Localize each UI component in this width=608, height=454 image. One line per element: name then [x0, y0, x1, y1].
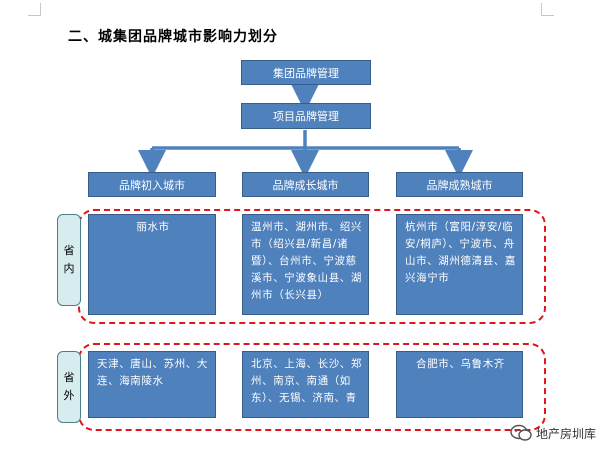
node-entry-city: 品牌初入城市: [88, 172, 216, 197]
node-mature-city: 品牌成熟城市: [396, 172, 523, 197]
cell-outside-entry: 天津、唐山、苏州、大连、海南陵水: [88, 351, 216, 418]
inside-tag-char-2: 内: [63, 262, 75, 275]
section-heading: 二、城集团品牌城市影响力划分: [68, 29, 278, 45]
watermark-text: 地产房圳库: [535, 426, 596, 441]
outside-province-tag: 省 外: [57, 351, 81, 423]
chat-bubble-icon: [510, 424, 532, 441]
cell-inside-mature: 杭州市（富阳/淳安/临安/桐庐）、宁波市、舟山市、湖州德清县、嘉兴海宁市: [396, 214, 523, 315]
cell-outside-growth: 北京、上海、长沙、郑州、南京、南通（如东）、无锡、济南、青: [242, 351, 369, 418]
outside-tag-char-2: 外: [63, 389, 75, 402]
cell-inside-growth: 温州市、湖州市、绍兴市（绍兴县/新昌/诸暨）、台州市、宁波慈溪市、宁波象山县、湖…: [242, 214, 369, 315]
node-group-brand: 集团品牌管理: [241, 60, 371, 85]
cell-outside-mature: 合肥市、乌鲁木齐: [396, 351, 523, 418]
inside-tag-char-1: 省: [63, 244, 75, 257]
cell-inside-entry: 丽水市: [88, 214, 216, 315]
outside-tag-char-1: 省: [63, 371, 75, 384]
node-growth-city: 品牌成长城市: [242, 172, 369, 197]
inside-province-tag: 省 内: [57, 214, 81, 306]
node-project-brand: 项目品牌管理: [241, 103, 371, 129]
page-corner-top-left: [28, 3, 41, 16]
watermark: 地产房圳库: [510, 424, 596, 442]
page-corner-top-right: [541, 3, 554, 16]
